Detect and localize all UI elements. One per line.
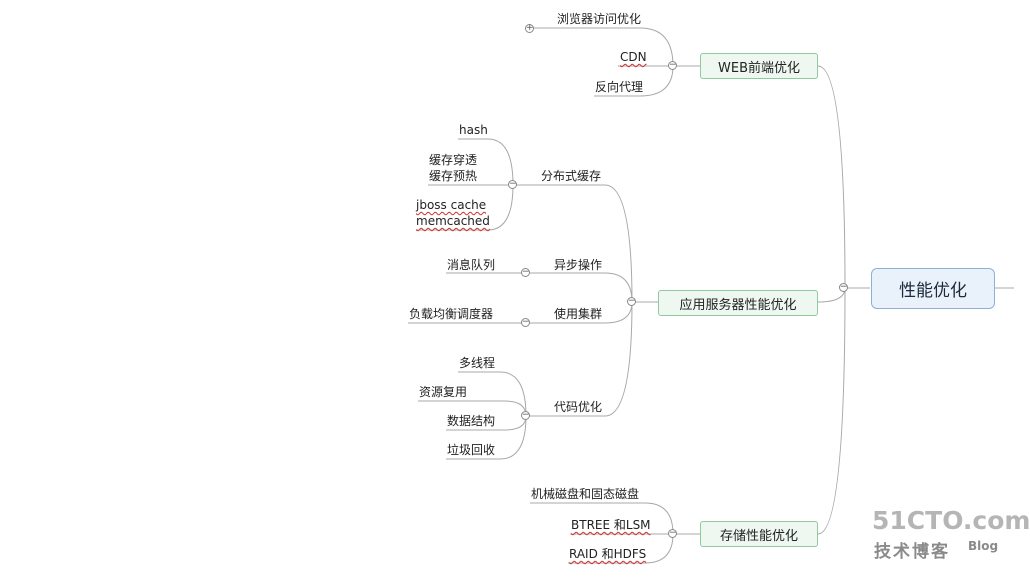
node-garbage-collection[interactable]: 垃圾回收: [447, 443, 496, 457]
branch-app-server-label: 应用服务器性能优化: [679, 297, 797, 313]
node-multithreading[interactable]: 多线程: [459, 356, 496, 370]
collapse-toggle-cluster[interactable]: −: [521, 317, 530, 327]
node-async-operation[interactable]: 异步操作: [554, 258, 603, 272]
collapse-toggle-cache[interactable]: −: [508, 179, 517, 189]
node-data-structure[interactable]: 数据结构: [447, 414, 496, 428]
root-node[interactable]: 性能优化: [871, 268, 995, 309]
collapse-toggle-code[interactable]: −: [521, 410, 530, 420]
node-load-balancer[interactable]: 负载均衡调度器: [409, 307, 494, 321]
node-message-queue[interactable]: 消息队列: [447, 258, 496, 272]
branch-storage-label: 存储性能优化: [719, 528, 798, 544]
collapse-toggle-storage[interactable]: −: [668, 528, 677, 538]
watermark-blog: Blog: [968, 539, 999, 553]
node-use-cluster[interactable]: 使用集群: [554, 307, 603, 321]
watermark-logo: 51CTO.com 技术博客 Blog: [872, 506, 1030, 566]
node-raid-hdfs[interactable]: RAID 和HDFS: [569, 547, 647, 561]
collapse-toggle-app[interactable]: −: [627, 296, 636, 306]
node-reverse-proxy[interactable]: 反向代理: [595, 80, 644, 94]
node-cache-penetration[interactable]: 缓存穿透: [429, 153, 478, 167]
watermark-site: 51CTO.com: [872, 506, 1030, 535]
branch-web-frontend-label: WEB前端优化: [718, 60, 800, 76]
collapse-toggle-web[interactable]: −: [668, 60, 677, 70]
collapse-toggle-root[interactable]: −: [839, 282, 848, 292]
node-code-optimization[interactable]: 代码优化: [554, 400, 603, 414]
branch-storage[interactable]: 存储性能优化: [700, 521, 818, 547]
node-hdd-ssd[interactable]: 机械磁盘和固态磁盘: [531, 487, 640, 501]
branch-web-frontend[interactable]: WEB前端优化: [700, 53, 818, 79]
root-node-label: 性能优化: [899, 281, 967, 301]
node-memcached[interactable]: memcached: [416, 214, 490, 228]
collapse-toggle-async[interactable]: −: [521, 267, 530, 277]
node-btree-lsm[interactable]: BTREE 和LSM: [571, 518, 651, 532]
node-resource-reuse[interactable]: 资源复用: [419, 385, 468, 399]
watermark-subtitle: 技术博客: [874, 542, 950, 562]
node-hash[interactable]: hash: [459, 123, 488, 137]
branch-app-server[interactable]: 应用服务器性能优化: [658, 290, 818, 316]
node-jboss-cache-text: jboss cache: [416, 198, 487, 212]
node-cdn[interactable]: CDN: [620, 50, 647, 64]
node-browser-optimization[interactable]: 浏览器访问优化: [557, 12, 642, 26]
expand-toggle-browser[interactable]: +: [525, 23, 534, 33]
node-jboss-cache[interactable]: jboss cache: [416, 198, 486, 213]
node-distributed-cache[interactable]: 分布式缓存: [541, 169, 602, 183]
node-cache-warmup[interactable]: 缓存预热: [429, 169, 478, 183]
